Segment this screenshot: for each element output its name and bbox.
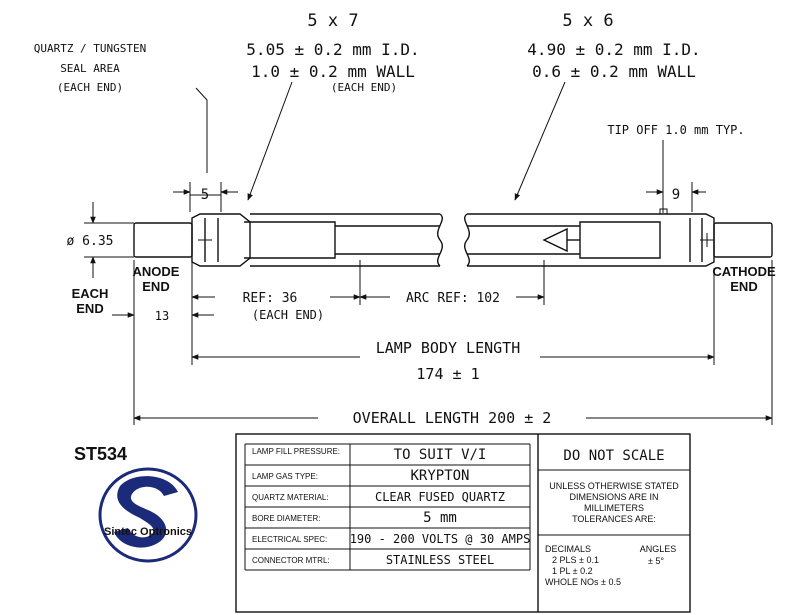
right-section-title: 5 x 6 [562,11,613,31]
spec-row-3-label: QUARTZ MATERIAL: [252,493,329,502]
angles-value: ± 5° [648,556,664,566]
spec-row-2-label: LAMP GAS TYPE: [252,472,318,481]
each-end-line1: EACH [72,286,109,301]
overall-length: OVERALL LENGTH 200 ± 2 [353,409,552,427]
left-wall-spec: 1.0 ± 0.2 mm WALL [251,62,415,81]
lamp-right-half [464,208,773,267]
spec-row-5-label: ELECTRICAL SPEC: [252,535,327,544]
tolerance-line4: TOLERANCES ARE: [572,514,656,524]
tip-off-label: TIP OFF 1.0 mm TYP. [607,123,744,137]
right-wall-spec: 0.6 ± 0.2 mm WALL [532,62,696,81]
decimals-line2: 1 PL ± 0.2 [552,566,593,576]
anode-end-line2: END [142,279,169,294]
spec-row-2-value: KRYPTON [410,468,469,484]
spec-row-1-value: TO SUIT V/I [394,447,487,463]
lamp-body-label: LAMP BODY LENGTH [376,339,521,357]
arc-ref-length: ARC REF: 102 [406,291,500,306]
spec-row-5-value: 190 - 200 VOLTS @ 30 AMPS [350,532,531,546]
seal-leader [195,87,208,173]
spec-row-1-label: LAMP FILL PRESSURE: [252,447,340,456]
each-end-line2: END [76,301,103,316]
tolerance-line2: DIMENSIONS ARE IN [569,492,658,502]
diameter-label: ø 6.35 [67,234,114,249]
left-section-title: 5 x 7 [307,11,358,31]
seal-area-line2: SEAL AREA [60,62,120,75]
lamp-body-value: 174 ± 1 [416,365,479,383]
left-each-end: (EACH END) [331,81,397,94]
ref-each-end: (EACH END) [252,308,324,322]
tolerance-line3: MILLIMETERS [584,503,644,513]
cathode-end-line1: CATHODE [712,264,776,279]
spec-row-4-value: 5 mm [423,510,457,526]
spec-row-6-value: STAINLESS STEEL [386,553,494,567]
logo-text: Sintec Optronics [104,526,192,538]
tolerance-line1: UNLESS OTHERWISE STATED [549,481,679,491]
seal-area-line1: QUARTZ / TUNGSTEN [34,42,147,55]
left-id-spec: 5.05 ± 0.2 mm I.D. [246,40,419,59]
left-spec-leader [247,81,293,201]
connector-length: 13 [155,309,169,323]
lamp-left-half [133,213,443,267]
seal-area-line3: (EACH END) [57,81,123,94]
ref-length: REF: 36 [243,291,298,306]
spec-row-4-label: BORE DIAMETER: [252,514,320,523]
logo-mark [114,476,178,548]
decimals-title: DECIMALS [545,544,591,554]
decimals-line1: 2 PLS ± 0.1 [552,555,599,565]
right-spec-leader [514,81,566,201]
anode-end-line1: ANODE [133,264,180,279]
seal-width-right: 9 [672,187,680,203]
company-logo: Sintec Optronics [98,467,198,563]
decimals-line3: WHOLE NOs ± 0.5 [545,577,621,587]
spec-row-3-value: CLEAR FUSED QUARTZ [375,490,505,504]
model-code: ST534 [74,444,127,464]
cathode-end-line2: END [730,279,757,294]
right-id-spec: 4.90 ± 0.2 mm I.D. [527,40,700,59]
do-not-scale: DO NOT SCALE [563,448,664,464]
angles-title: ANGLES [640,544,677,554]
spec-table [235,433,691,613]
spec-row-6-label: CONNECTOR MTRL: [252,556,330,565]
